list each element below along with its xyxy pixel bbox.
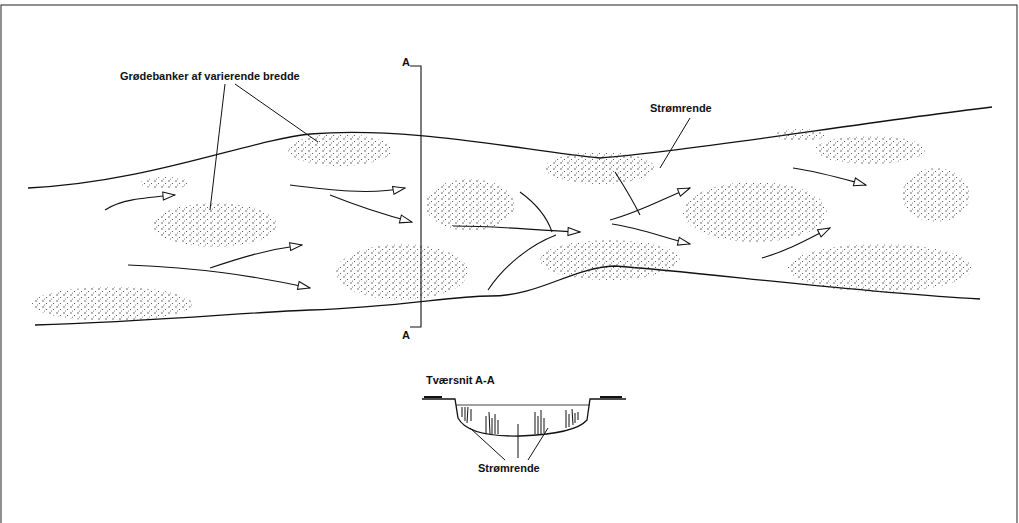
section-title: Tværsnit A-A bbox=[426, 374, 495, 387]
channel-label: Strømrende bbox=[478, 462, 540, 475]
channel-label: Strømrende bbox=[650, 102, 712, 115]
cross-section bbox=[422, 396, 626, 460]
section-line bbox=[410, 66, 421, 327]
section-letter: A bbox=[402, 329, 410, 342]
frame bbox=[1, 5, 1017, 523]
stream-bank bbox=[28, 107, 992, 188]
section-letter: A bbox=[402, 56, 410, 69]
region-label: Grødebanker af varierende bredde bbox=[120, 70, 300, 83]
vegetation-banks bbox=[32, 129, 972, 321]
leader-lines bbox=[210, 84, 690, 210]
flow-arrows bbox=[105, 168, 866, 290]
